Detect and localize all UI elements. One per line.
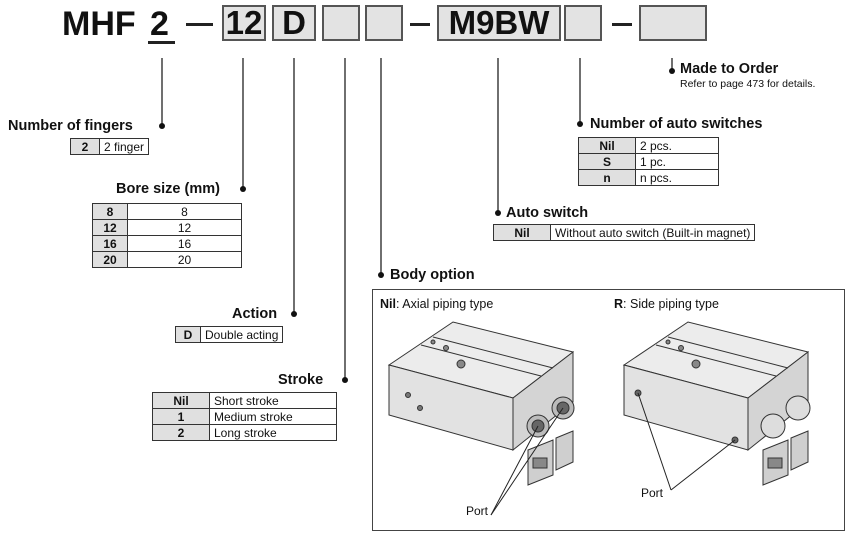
num-switches-desc: 2 pcs.: [635, 137, 719, 154]
model-prefix: MHF: [62, 5, 136, 43]
bullet-fingers: [159, 123, 165, 129]
model-num-switches-slot: [564, 5, 602, 41]
num-switches-code: Nil: [578, 137, 636, 154]
bore-code: 12: [92, 219, 128, 236]
stroke-desc: Medium stroke: [209, 408, 337, 425]
model-auto-switch-slot: M9BW: [437, 5, 561, 41]
action-code: D: [175, 326, 201, 343]
num-switches-code: n: [578, 169, 636, 186]
model-made-to-order-slot: [639, 5, 707, 41]
side-piping-title: R: Side piping type: [614, 297, 719, 311]
axial-gripper-drawing: [387, 321, 575, 486]
stroke-code: Nil: [152, 392, 210, 409]
stroke-desc: Short stroke: [209, 392, 337, 409]
action-desc: Double acting: [199, 326, 284, 343]
num-switches-code: S: [578, 153, 636, 170]
made-to-order-note: Refer to page 473 for details.: [680, 78, 816, 90]
code-dash: [186, 23, 213, 26]
bullet-num-switches: [577, 121, 583, 127]
bore-desc: 20: [127, 251, 242, 268]
side-text: : Side piping type: [623, 297, 719, 311]
fingers-desc: 2 finger: [98, 138, 150, 155]
fingers-title: Number of fingers: [8, 118, 133, 134]
side-port-leader: [670, 439, 736, 491]
axial-code: Nil: [380, 297, 396, 311]
stroke-code: 1: [152, 408, 210, 425]
code-dash: [410, 23, 430, 26]
model-stroke-slot: [322, 5, 360, 41]
side-code: R: [614, 297, 624, 311]
model-action-slot: D: [272, 5, 316, 41]
fingers-code: 2: [70, 138, 100, 155]
body-option-title: Body option: [390, 267, 475, 283]
side-port-label: Port: [641, 486, 664, 500]
axial-piping-title: Nil: Axial piping type: [380, 297, 493, 311]
auto-switch-desc: Without auto switch (Built-in magnet): [549, 224, 756, 241]
gripper-illustrations: [387, 321, 811, 516]
bullet-bore: [240, 186, 246, 192]
body-option-panel: Nil: Axial piping type R: Side piping ty…: [372, 289, 845, 531]
axial-port-leader: [490, 407, 564, 516]
bore-desc: 16: [127, 235, 242, 252]
bullet-action: [291, 311, 297, 317]
bore-title: Bore size (mm): [116, 181, 220, 197]
model-body-option-slot: [365, 5, 403, 41]
axial-port-leader: [490, 425, 539, 516]
axial-port-label: Port: [466, 504, 489, 518]
bore-desc: 8: [127, 203, 242, 220]
side-port-leader: [637, 392, 672, 491]
action-title: Action: [232, 306, 278, 322]
model-bore-slot: 12: [222, 5, 266, 41]
auto-switch-title: Auto switch: [506, 205, 589, 221]
stroke-desc: Long stroke: [209, 424, 337, 441]
bore-code: 16: [92, 235, 128, 252]
bore-code: 20: [92, 251, 128, 268]
bore-desc: 12: [127, 219, 242, 236]
side-gripper-drawing: [622, 321, 811, 486]
fingers-underline: [148, 41, 175, 44]
bullet-stroke: [342, 377, 348, 383]
bullet-body-option: [378, 272, 384, 278]
auto-switch-code: Nil: [493, 224, 551, 241]
num-switches-title: Number of auto switches: [590, 116, 763, 132]
bullet-made-to-order: [669, 68, 675, 74]
made-to-order-title: Made to Order: [680, 61, 779, 77]
stroke-code: 2: [152, 424, 210, 441]
bore-code: 8: [92, 203, 128, 220]
num-switches-desc: 1 pc.: [635, 153, 719, 170]
bullet-auto-switch: [495, 210, 501, 216]
num-switches-desc: n pcs.: [635, 169, 719, 186]
model-fingers-code: 2: [150, 5, 169, 43]
stroke-title: Stroke: [278, 372, 324, 388]
axial-text: : Axial piping type: [395, 297, 494, 311]
code-dash: [612, 23, 632, 26]
